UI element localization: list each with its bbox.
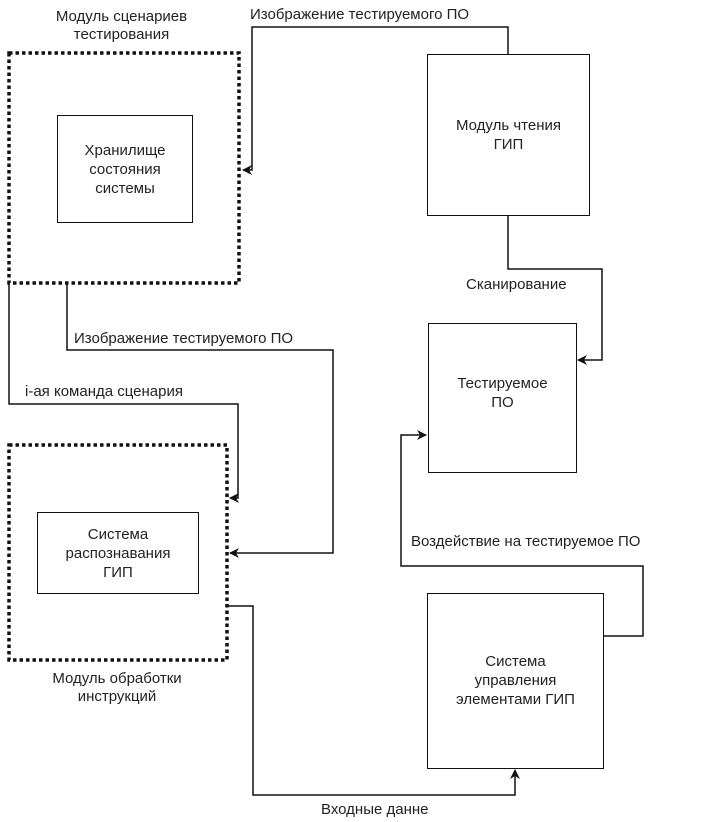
title-line: тестирования xyxy=(73,26,170,43)
block-label: Тестируемое xyxy=(457,375,548,392)
edge-scenario-command xyxy=(8,283,239,503)
edge-label-control-to-tested: Воздействие на тестируемое ПО xyxy=(411,533,641,550)
title-line: Модуль сценариев xyxy=(55,8,188,25)
gui-recognition-block[interactable]: Система распознавания ГИП xyxy=(37,512,199,594)
gui-reader-block[interactable]: Модуль чтения ГИП xyxy=(427,54,590,216)
block-label: состояния xyxy=(89,160,161,178)
scenario-module-group xyxy=(7,51,241,285)
gui-control-block[interactable]: Система управления элементами ГИП xyxy=(427,593,604,769)
edge-control-to-tested xyxy=(400,430,644,637)
edge-scenario-image xyxy=(66,283,334,558)
block-label: распознавания xyxy=(65,544,171,562)
edge-reader-to-scenario xyxy=(242,26,509,175)
scenario-module-title: Модуль сценариев тестирования xyxy=(14,8,229,44)
edge-label-scenario-image: Изображение тестируемого ПО xyxy=(74,330,294,347)
edge-scanning xyxy=(507,215,603,365)
title-line: Модуль обработки xyxy=(52,670,182,687)
edge-input-data xyxy=(227,605,520,796)
block-label: управления xyxy=(474,671,557,689)
tested-software-block[interactable]: Тестируемое ПО xyxy=(428,323,577,473)
block-label: элементами ГИП xyxy=(456,690,575,708)
block-label: Хранилище xyxy=(84,141,166,159)
block-label: Система xyxy=(87,525,149,543)
title-line: инструкций xyxy=(77,688,157,705)
block-label: ГИП xyxy=(493,136,524,153)
block-label: Система xyxy=(485,652,546,670)
edge-label-scenario-command: i-ая команда сценария xyxy=(25,383,183,400)
edge-label-input-data: Входные данне xyxy=(321,801,429,818)
block-label: ПО xyxy=(491,394,514,411)
block-label: ГИП xyxy=(103,563,133,581)
edge-label-reader-to-scenario: Изображение тестируемого ПО xyxy=(250,6,470,23)
instruction-module-title: Модуль обработки инструкций xyxy=(12,670,222,706)
block-label: системы xyxy=(95,179,155,197)
edge-label-scanning: Сканирование xyxy=(466,276,567,293)
state-storage-block[interactable]: Хранилище состояния системы xyxy=(57,115,193,223)
instruction-module-group xyxy=(7,443,229,662)
block-label: Модуль чтения xyxy=(456,117,561,134)
